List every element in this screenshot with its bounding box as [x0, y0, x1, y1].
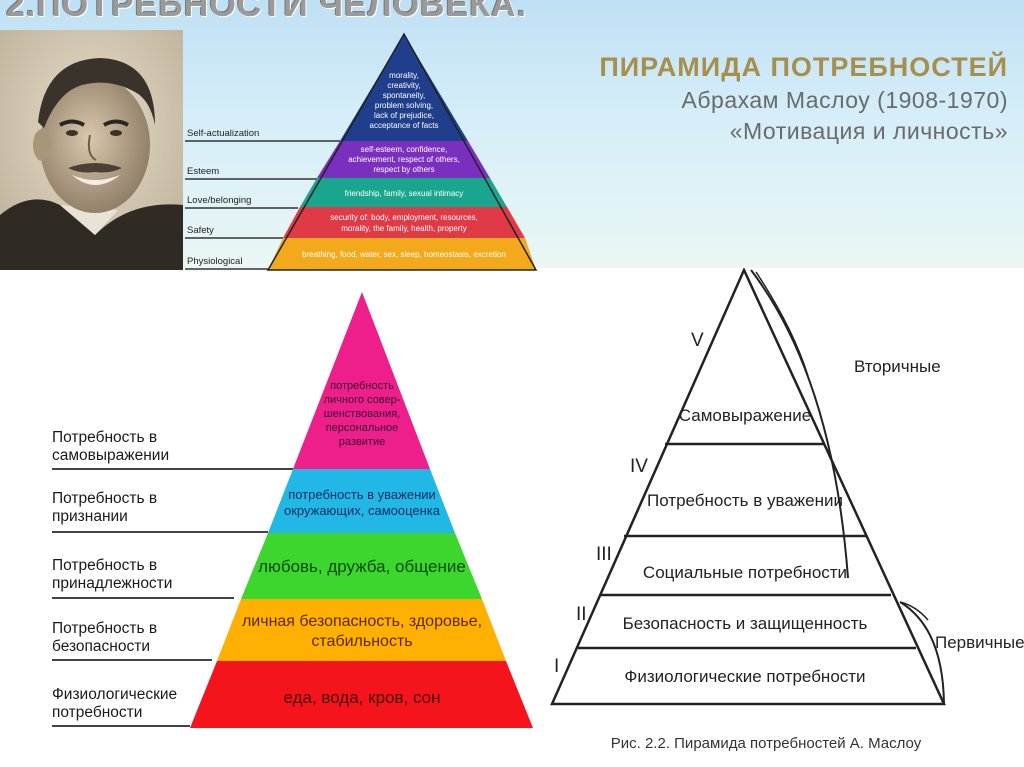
en-self-text-1: morality,	[389, 71, 419, 80]
ru-label-self-expression: Потребность в самовыражении	[52, 429, 169, 465]
en-level-physiological	[268, 238, 536, 270]
en-label-self-actualization: Self-actualization	[187, 128, 260, 139]
ru-level-self-expression	[293, 292, 430, 469]
en-self-text-2: creativity,	[387, 81, 420, 90]
en-level-self-actualization	[340, 34, 468, 141]
ru-label-line: Физиологические	[52, 686, 178, 703]
ru-label-line: Потребность в	[52, 429, 158, 446]
en-self-text-6: acceptance of facts	[370, 121, 439, 130]
scanned-pyramid: V IV III II I Самовыражение Потребность …	[550, 268, 1024, 752]
slide-title: 2.ПОТРЕБНОСТИ ЧЕЛОВЕКА.	[6, 0, 528, 24]
ru-label-line: признании	[52, 508, 128, 525]
en-esteem-text-1: self-esteem, confidence,	[361, 145, 448, 154]
numeral-i: I	[554, 656, 559, 677]
en-label-safety: Safety	[187, 225, 214, 236]
scanned-level-physiological: Физиологические потребности	[624, 667, 865, 686]
scanned-pyramid-outline	[550, 268, 946, 706]
ru-self-text-1: потребность	[330, 380, 394, 392]
heading-title: ПИРАМИДА ПОТРЕБНОСТЕЙ	[599, 52, 1008, 82]
ru-label-belonging: Потребность в принадлежности	[52, 557, 172, 593]
en-self-text-4: problem solving,	[375, 101, 433, 110]
ru-self-text-4: персональное	[326, 422, 399, 434]
en-safety-text-1: security of: body, employment, resources…	[330, 213, 477, 222]
ru-recognition-text-1: потребность в уважении	[288, 487, 436, 502]
ru-level-belonging	[241, 533, 482, 599]
en-safety-text-2: morality, the family, health, property	[341, 224, 467, 233]
scanned-level-social: Социальные потребности	[643, 563, 847, 582]
secondary-brace-curve	[750, 269, 849, 579]
maslow-portrait-photo	[0, 30, 183, 270]
ru-recognition-text-2: окружающих, самооценка	[284, 503, 441, 518]
primary-brace-curve	[899, 601, 945, 705]
ru-phys-text-1: еда, вода, кров, сон	[283, 688, 440, 707]
figure-caption: Рис. 2.2. Пирамида потребностей А. Масло…	[611, 735, 922, 752]
en-phys-text-1: breathing, food, water, sex, sleep, home…	[302, 250, 506, 259]
numeral-iv: IV	[630, 456, 648, 477]
en-label-physiological: Physiological	[187, 256, 243, 267]
en-love-text-1: friendship, family, sexual intimacy	[345, 189, 464, 198]
numeral-iii: III	[596, 544, 612, 565]
heading-author: Абрахам Маслоу (1908-1970)	[681, 87, 1008, 113]
primary-label: Первичные	[935, 633, 1024, 652]
en-label-love-belonging: Love/belonging	[187, 195, 252, 206]
ru-self-text-3: шенствования,	[324, 408, 400, 420]
ru-label-line: Потребность в	[52, 490, 158, 507]
ru-label-safety: Потребность в безопасности	[52, 620, 157, 656]
ru-label-line: потребности	[52, 704, 143, 721]
russian-pyramid: потребность личного совер- шенствования,…	[52, 292, 533, 728]
en-self-text-3: spontaneity,	[383, 91, 426, 100]
heading-block: ПИРАМИДА ПОТРЕБНОСТЕЙ Абрахам Маслоу (19…	[599, 52, 1008, 145]
ru-label-physiological: Физиологические потребности	[52, 686, 177, 722]
secondary-label: Вторичные	[854, 357, 941, 376]
numeral-ii: II	[576, 604, 587, 625]
ru-label-recognition: Потребность в признании	[52, 490, 157, 526]
en-level-love-belonging	[300, 178, 507, 207]
ru-label-line: Потребность в	[52, 557, 158, 574]
en-self-text-5: lack of prejudice,	[374, 111, 434, 120]
ru-label-line: Потребность в	[52, 620, 158, 637]
en-level-safety	[283, 207, 525, 238]
ru-level-safety	[217, 599, 506, 661]
ru-label-line: самовыражении	[52, 447, 170, 464]
english-pyramid: morality, creativity, spontaneity, probl…	[185, 32, 538, 271]
ru-safety-text-2: стабильность	[311, 633, 412, 650]
numeral-v: V	[691, 330, 704, 351]
scanned-level-esteem: Потребность в уважении	[647, 491, 843, 510]
scanned-level-self-expression: Самовыражение	[679, 406, 811, 425]
ru-safety-text-1: личная безопасность, здоровье,	[242, 613, 482, 630]
en-level-esteem	[317, 141, 490, 178]
ru-label-line: принадлежности	[52, 575, 173, 592]
ru-level-physiological	[190, 661, 533, 728]
ru-self-text-2: личного совер-	[324, 394, 401, 406]
scanned-level-safety: Безопасность и защищенность	[623, 614, 868, 633]
en-esteem-text-2: achievement, respect of others,	[348, 155, 460, 164]
en-esteem-text-3: respect by others	[373, 165, 434, 174]
ru-self-text-5: развитие	[339, 436, 385, 448]
heading-book: «Мотивация и личность»	[729, 118, 1008, 144]
en-label-esteem: Esteem	[187, 166, 220, 177]
ru-belonging-text-1: любовь, дружба, общение	[258, 557, 466, 576]
ru-label-line: безопасности	[52, 638, 150, 655]
ru-level-recognition	[268, 469, 455, 533]
